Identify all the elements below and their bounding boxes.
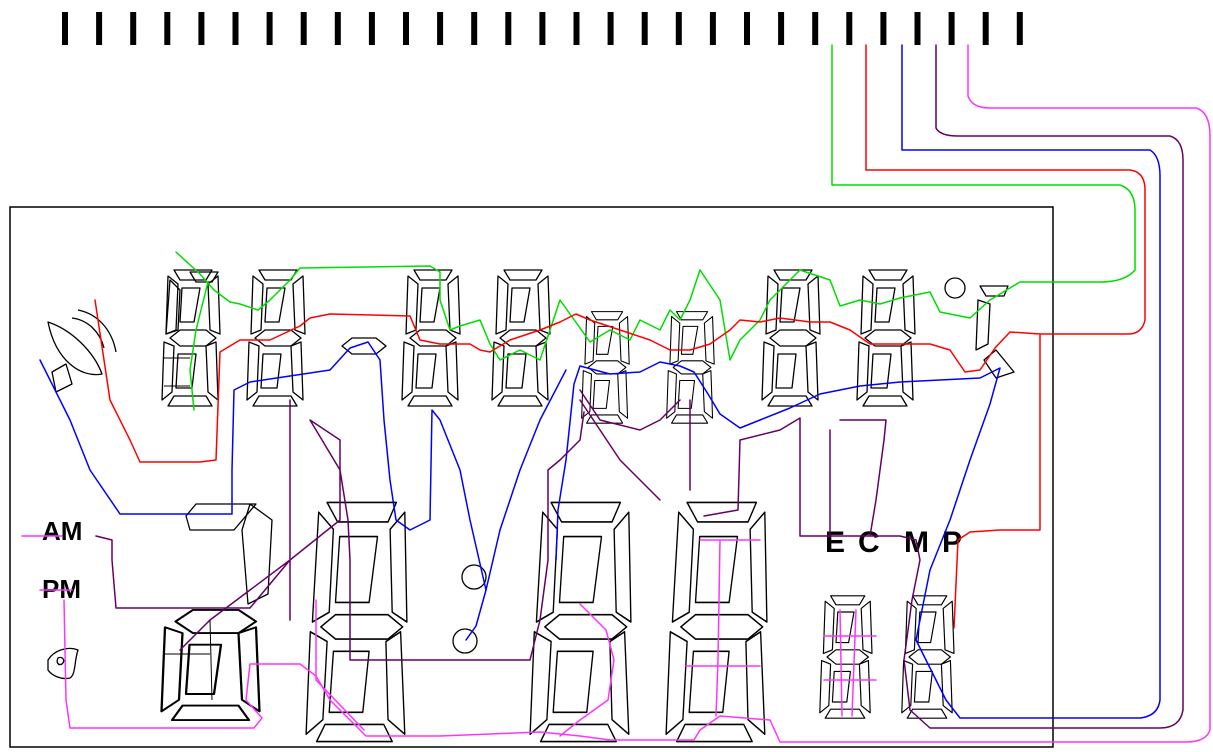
am-label: AM — [42, 516, 82, 546]
top-digit-row — [161, 269, 916, 424]
connector-pin-icon — [198, 12, 205, 45]
connector-pin-icon — [778, 12, 785, 45]
clock-digit-row — [160, 501, 768, 743]
connector-pins — [62, 12, 1023, 45]
minus-segment — [341, 337, 387, 355]
degree-group — [944, 277, 1015, 379]
connector-pin-icon — [539, 12, 546, 45]
connector-pin-icon — [914, 12, 921, 45]
connector-pin-icon — [334, 12, 341, 45]
colon-bottom — [452, 628, 478, 654]
lcd-frame — [9, 206, 1054, 748]
indicator-c: C — [858, 526, 880, 559]
connector-pin-icon — [403, 12, 409, 45]
connector-pin-icon — [471, 12, 478, 45]
mode-indicators: E C M P — [825, 526, 962, 559]
connector-pin-icon — [505, 12, 512, 45]
connector-pin-icon — [368, 12, 375, 45]
magenta-wire — [21, 44, 1211, 743]
connector-pin-icon — [812, 12, 819, 45]
connector-pin-icon — [948, 12, 955, 45]
pm-label: PM — [42, 574, 81, 604]
connector-pin-icon — [573, 12, 580, 45]
purple-wire — [95, 44, 1184, 729]
connector-pin-icon — [880, 12, 887, 45]
top-segment-extra — [189, 271, 219, 283]
seconds-digit-1 — [819, 595, 873, 719]
unit-segment — [975, 285, 1015, 379]
digit-3 — [401, 269, 461, 407]
connector-pin-icon — [744, 12, 750, 45]
red-wire — [94, 44, 1146, 629]
connector-pin-icon — [607, 12, 614, 45]
connector-pin-icon — [709, 12, 716, 45]
connector-pin-icon — [266, 12, 273, 45]
indicator-e: E — [825, 526, 845, 559]
wiring-traces — [21, 44, 1211, 743]
connector-pin-icon — [675, 12, 682, 45]
connector-pin-icon — [164, 12, 171, 45]
connector-pin-icon — [437, 12, 444, 45]
connector-pin-icon — [232, 12, 239, 45]
colon-top — [461, 564, 487, 590]
connector-pin-icon — [130, 12, 137, 45]
alarm-bell-icon — [47, 647, 79, 680]
clock-digit-3 — [529, 501, 632, 743]
clock-digit-2 — [305, 501, 408, 743]
clock-one-upper — [241, 503, 273, 605]
segment-divider-lines — [164, 357, 213, 701]
connector-pin-icon — [62, 12, 68, 45]
connector-pin-icon — [96, 12, 103, 45]
left-segment-extra — [165, 279, 181, 335]
connector-pin-icon — [846, 12, 853, 45]
blue-wire — [39, 44, 1161, 719]
connector-pin-icon — [300, 12, 307, 45]
digit-5 — [761, 269, 821, 407]
green-wire — [175, 44, 1136, 411]
digit-small-1 — [581, 311, 630, 424]
digit-4 — [491, 269, 551, 407]
connector-pin-icon — [641, 12, 648, 45]
degree-symbol-icon — [944, 277, 966, 299]
connector-pin-icon — [1016, 12, 1023, 45]
connector-pin-icon — [982, 12, 989, 45]
satellite-dish-icon — [47, 309, 117, 393]
